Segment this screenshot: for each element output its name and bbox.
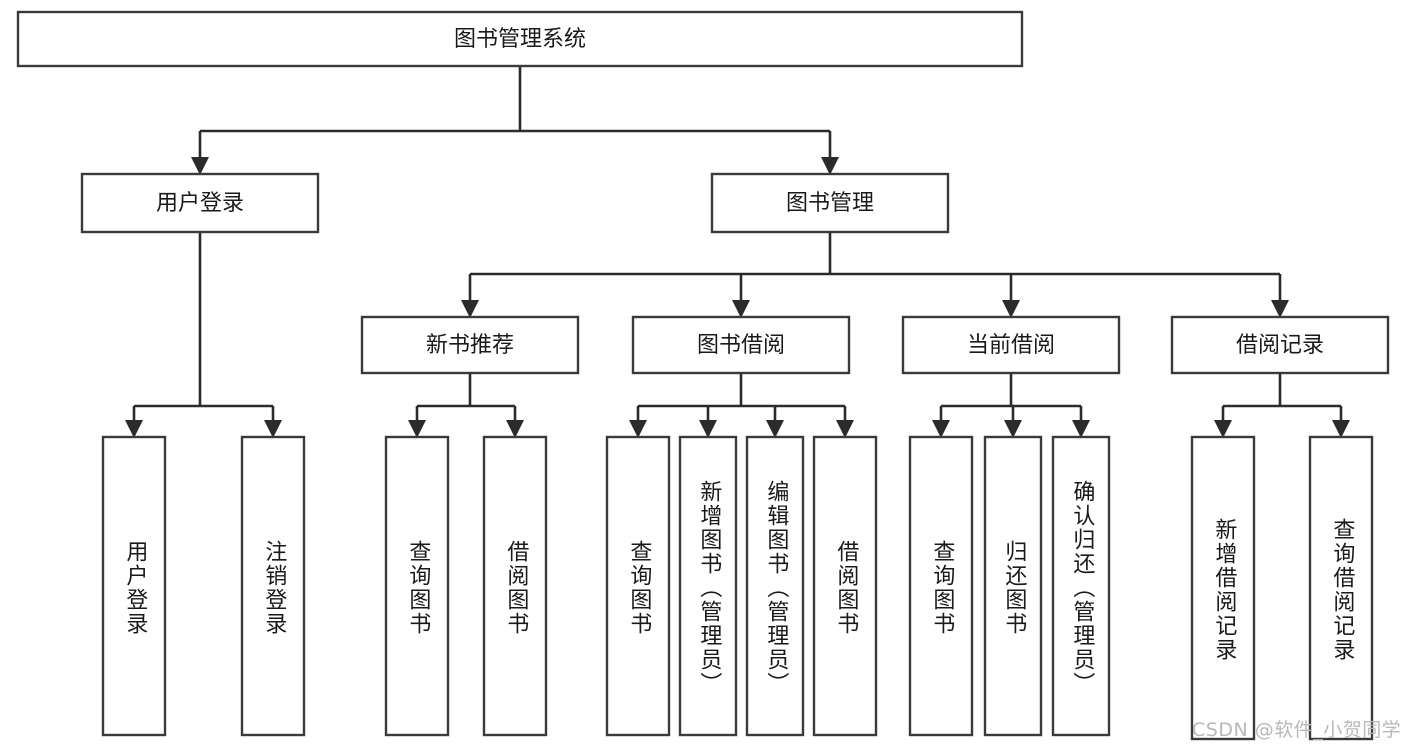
leaf-node-box-10[interactable] (1051, 435, 1111, 737)
root-node-box[interactable] (16, 10, 1024, 68)
leaf-node-box-1[interactable] (240, 435, 306, 737)
level3-node-label-1: 图书借阅 (697, 333, 785, 358)
level3-node-label-2: 当前借阅 (967, 333, 1055, 358)
leaf-node-box-0[interactable] (101, 435, 167, 737)
leaf-node-box-2[interactable] (384, 435, 450, 737)
level2-node-box-0[interactable] (80, 172, 320, 234)
leaf-node-box-8[interactable] (908, 435, 974, 737)
level3-node-box-2[interactable] (901, 315, 1121, 375)
leaf-node-box-11[interactable] (1190, 435, 1256, 741)
leaf-node-box-7[interactable] (812, 435, 878, 737)
level2-node-label-0: 用户登录 (156, 191, 244, 216)
level2-node-box-1[interactable] (710, 172, 950, 234)
boxes-layer (16, 10, 1390, 741)
level3-node-label-3: 借阅记录 (1236, 333, 1324, 358)
root-node-label: 图书管理系统 (454, 27, 586, 52)
level3-node-box-1[interactable] (631, 315, 851, 375)
leaf-node-box-6[interactable] (745, 435, 805, 737)
leaf-node-box-9[interactable] (983, 435, 1043, 737)
level2-node-label-1: 图书管理 (786, 191, 874, 216)
leaf-node-box-5[interactable] (678, 435, 738, 737)
leaf-node-box-3[interactable] (482, 435, 548, 737)
connectors-layer (124, 66, 1351, 439)
level3-node-box-0[interactable] (360, 315, 580, 375)
leaf-node-box-4[interactable] (605, 435, 671, 737)
level3-node-box-3[interactable] (1170, 315, 1390, 375)
csdn-watermark: CSDN @软件_小贺同学 (1192, 719, 1402, 741)
level3-node-label-0: 新书推荐 (426, 333, 514, 358)
leaf-node-box-12[interactable] (1308, 435, 1374, 741)
